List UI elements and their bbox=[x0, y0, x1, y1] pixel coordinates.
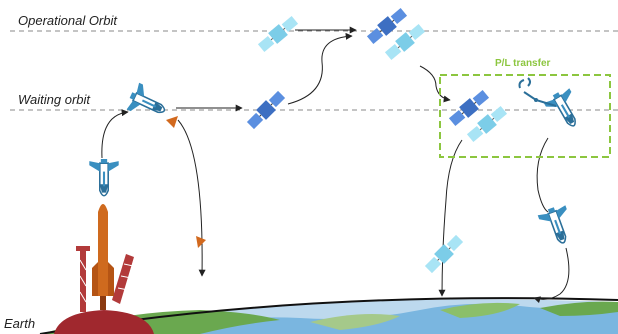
satellite-deorbit bbox=[422, 232, 466, 276]
ascent-arrow bbox=[101, 109, 129, 159]
booster-debris bbox=[166, 116, 178, 128]
pl-transfer-label: P/L transfer bbox=[495, 58, 551, 69]
shuttle-ascent bbox=[88, 157, 120, 197]
earth-label: Earth bbox=[4, 316, 36, 331]
separation-arrow bbox=[177, 119, 206, 277]
deorbit-arrow bbox=[438, 139, 463, 297]
satellite-operational-pair bbox=[366, 6, 427, 61]
pl-transfer-box bbox=[439, 74, 611, 158]
shuttle-return-arrow-1 bbox=[536, 137, 549, 213]
descent-arrow bbox=[419, 65, 451, 103]
operational-orbit-label: Operational Orbit bbox=[18, 13, 117, 28]
satellite-operational-1 bbox=[256, 13, 300, 55]
booster-fall bbox=[196, 236, 206, 248]
satellite-transfer-pair bbox=[448, 88, 509, 143]
launch-pad bbox=[54, 246, 154, 334]
shuttle-return bbox=[535, 202, 579, 249]
orbit-raise-arrow bbox=[287, 32, 353, 105]
rocket bbox=[92, 204, 114, 310]
shuttle-waiting-orbit bbox=[123, 80, 172, 126]
earth-surface bbox=[39, 297, 618, 334]
shuttle-return-arrow-2 bbox=[533, 247, 570, 304]
waiting-orbit-label: Waiting orbit bbox=[18, 92, 91, 107]
robotic-arm bbox=[518, 77, 557, 107]
